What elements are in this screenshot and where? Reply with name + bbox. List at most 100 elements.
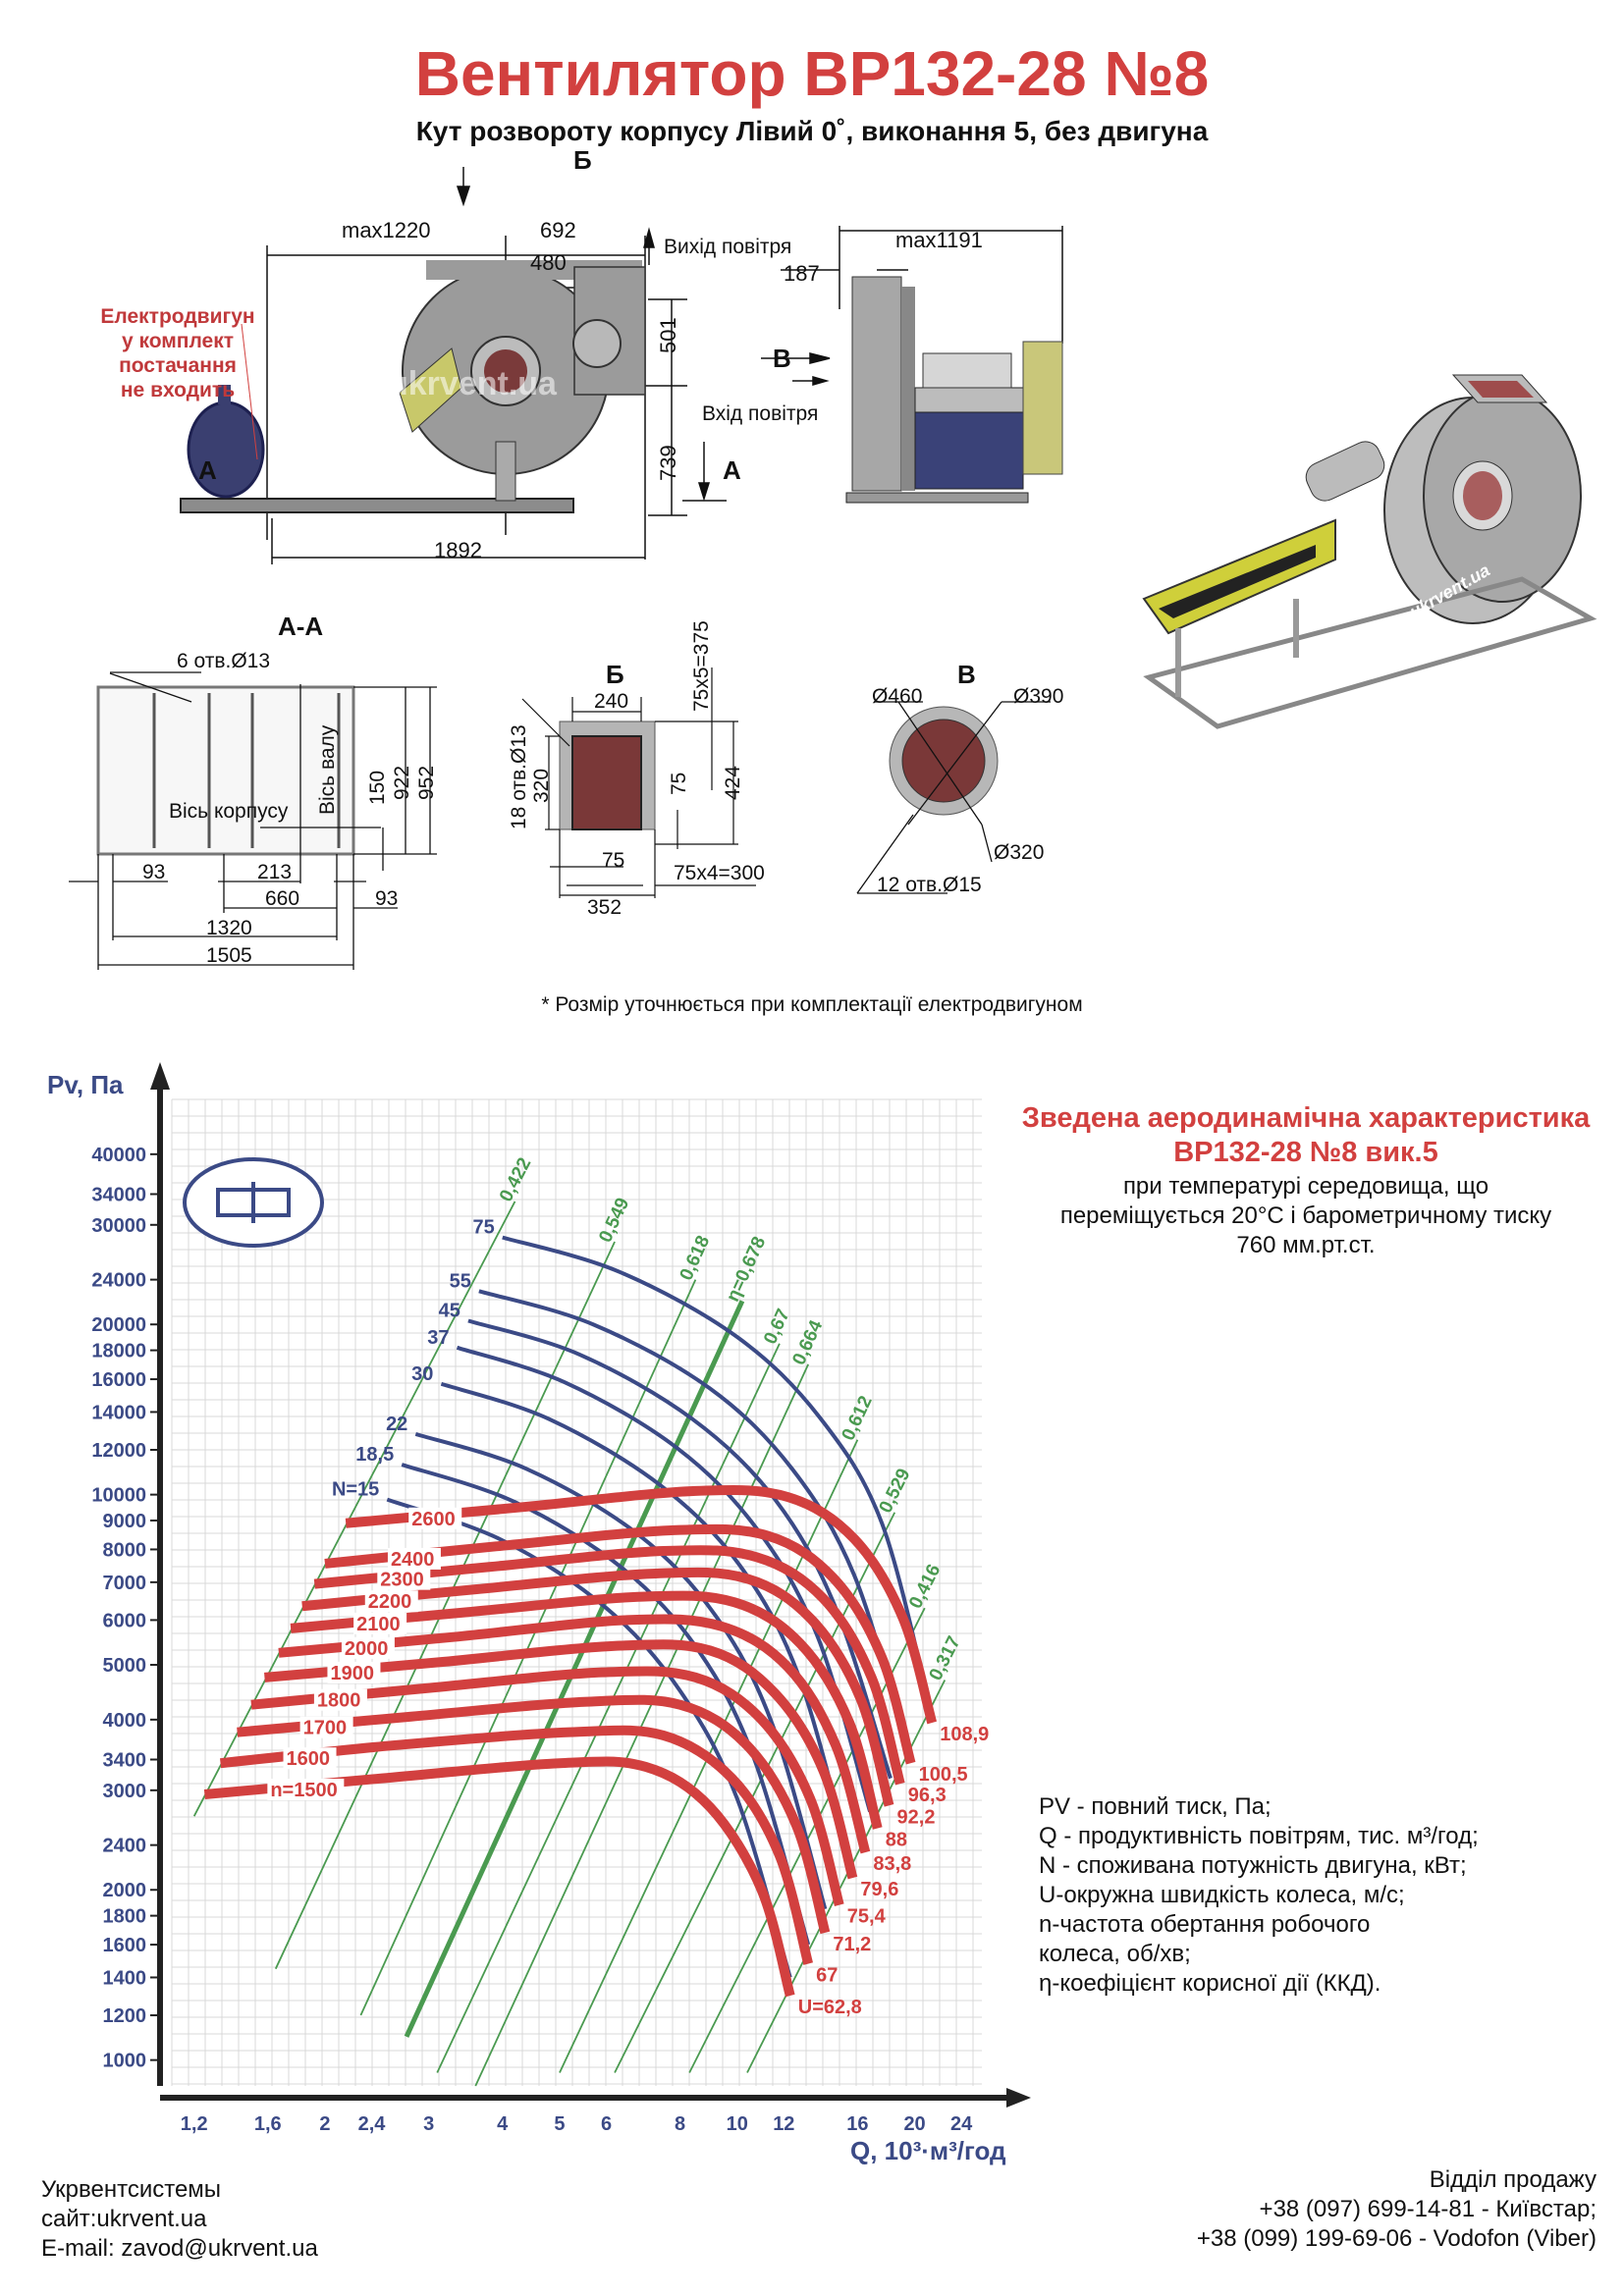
sales-phone-1[interactable]: +38 (097) 699-14-81 - Київстар; (1259, 2196, 1597, 2222)
speed-curves (203, 1484, 938, 1998)
y-tick-label: 4000 (103, 1710, 147, 1732)
legend-line: Q - продуктивність повітрям, тис. м³/год… (1039, 1823, 1479, 1849)
efficiency-line (436, 1343, 781, 2073)
x-tick-label: 2 (319, 2113, 330, 2135)
speed-curve (278, 1614, 871, 1854)
speed-label-bg (267, 1779, 345, 1801)
y-tick-label: 18000 (91, 1341, 146, 1362)
speed-curve (264, 1639, 858, 1880)
axis-body-label: Вісь корпусу (169, 800, 289, 823)
y-tick-label: 8000 (103, 1539, 147, 1561)
section-marker-right: А (723, 455, 741, 485)
y-axis-label: Pv, Па (47, 1070, 124, 1099)
speed-label-bg (377, 1568, 431, 1590)
power-label: 55 (450, 1270, 471, 1292)
y-tick-label: 2400 (103, 1836, 147, 1857)
x-tick-label: 4 (497, 2113, 509, 2135)
footer-sales: Відділ продажу +38 (097) 699-14-81 - Киї… (1197, 2165, 1597, 2254)
legend-line: η-коефіцієнт корисної дії (ККД). (1039, 1970, 1381, 1997)
speed-label-bg (313, 1688, 367, 1711)
tip-speed-label: 96,3 (908, 1785, 947, 1806)
dim-75x4: 75x4=300 (674, 862, 765, 884)
y-tick-label: 24000 (91, 1270, 146, 1292)
dim-75-horizontal: 75 (602, 849, 625, 872)
dim-93-left: 93 (142, 861, 166, 883)
speed-label: 2000 (345, 1638, 389, 1660)
dim-75x5: 75x5=375 (690, 620, 713, 712)
fan-3d-render: ukrvent.ua (1142, 374, 1597, 729)
efficiency-line (274, 1241, 616, 1970)
y-tick-label: 3000 (103, 1781, 147, 1802)
dim-d390: Ø390 (1013, 685, 1064, 708)
power-label: 75 (472, 1217, 494, 1239)
x-axis-label: Q, 10³·м³/год (850, 2136, 1006, 2165)
sales-phone-2[interactable]: +38 (099) 199-69-06 - Vodofon (Viber) (1196, 2225, 1597, 2252)
motor-not-included-note: Електродвигун у комплект постачання не в… (100, 305, 255, 401)
company-email[interactable]: E-mail: zavod@ukrvent.ua (41, 2235, 318, 2262)
y-tick-label: 14000 (91, 1402, 146, 1423)
dim-424: 424 (722, 765, 744, 800)
speed-label-bg (353, 1612, 407, 1634)
efficiency-label: 0,422 (496, 1154, 536, 1205)
section-aa-title: А-А (278, 612, 324, 641)
view-v-marker: В (773, 344, 791, 373)
company-name: Укрвентсистемы (41, 2176, 222, 2203)
dim-max1191: max1191 (895, 228, 983, 252)
efficiency-label: 0,416 (905, 1561, 945, 1612)
chart-legend: PV - повний тиск, Па; Q - продуктивність… (1039, 1792, 1479, 1999)
company-site[interactable]: сайт:ukrvent.ua (41, 2206, 207, 2232)
y-tick-label: 5000 (103, 1655, 147, 1677)
dim-480: 480 (530, 250, 567, 275)
dim-320: 320 (530, 768, 553, 803)
speed-curve (345, 1484, 938, 1725)
y-tick-label: 12000 (91, 1440, 146, 1462)
y-tick-label: 1200 (103, 2005, 147, 2027)
y-tick-label: 3400 (103, 1749, 147, 1771)
y-tick-label: 1800 (103, 1906, 147, 1928)
speed-label: 2200 (368, 1591, 412, 1613)
speed-curve (203, 1756, 795, 1998)
x-tick-label: 12 (773, 2113, 794, 2135)
axis-shaft-label: Вісь валу (316, 724, 339, 815)
speed-label-bg (283, 1747, 337, 1770)
x-axis-arrow (1006, 2088, 1031, 2108)
y-tick-label: 40000 (91, 1145, 146, 1166)
efficiency-line (404, 1300, 745, 2038)
speed-label: 2100 (356, 1614, 401, 1635)
speed-curve (301, 1567, 894, 1807)
dim-75-vertical: 75 (668, 772, 690, 795)
power-curve (478, 1289, 909, 1746)
y-tick-label: 2000 (103, 1880, 147, 1901)
dim-501: 501 (656, 317, 680, 353)
holes-label-v: 12 отв.Ø15 (877, 874, 982, 896)
efficiency-line (474, 1363, 809, 2087)
dim-739: 739 (656, 445, 680, 481)
efficiency-label: η=0,678 (723, 1234, 770, 1306)
x-tick-label: 1,6 (254, 2113, 282, 2135)
dim-93-right: 93 (375, 887, 399, 910)
tip-speed-label: 71,2 (833, 1934, 871, 1955)
view-b-marker: Б (573, 145, 592, 175)
y-tick-label: 16000 (91, 1369, 146, 1391)
power-label: 37 (427, 1327, 449, 1349)
holes-label-aa: 6 отв.Ø13 (177, 650, 271, 672)
speed-curve (237, 1694, 831, 1935)
legend-line: N - споживана потужність двигуна, кВт; (1039, 1852, 1467, 1879)
power-label: 45 (439, 1300, 460, 1321)
speed-curve (250, 1666, 844, 1907)
y-tick-label: 10000 (91, 1485, 146, 1507)
efficiency-line (746, 1680, 947, 2073)
y-tick-label: 7000 (103, 1573, 147, 1594)
sales-title: Відділ продажу (1429, 2166, 1597, 2193)
efficiency-label: 0,664 (788, 1317, 827, 1368)
speed-label-bg (408, 1507, 462, 1529)
watermark: ukrvent.ua (388, 365, 557, 402)
chart-title: Зведена аеродинамічна характеристика ВР1… (1021, 1102, 1591, 1168)
tip-speed-label: 83,8 (873, 1853, 911, 1875)
y-tick-label: 6000 (103, 1610, 147, 1631)
y-tick-label: 20000 (91, 1314, 146, 1336)
lab-stamp (183, 1157, 324, 1248)
y-tick-label: 1400 (103, 1967, 147, 1989)
tip-speed-label: 108,9 (940, 1724, 989, 1745)
